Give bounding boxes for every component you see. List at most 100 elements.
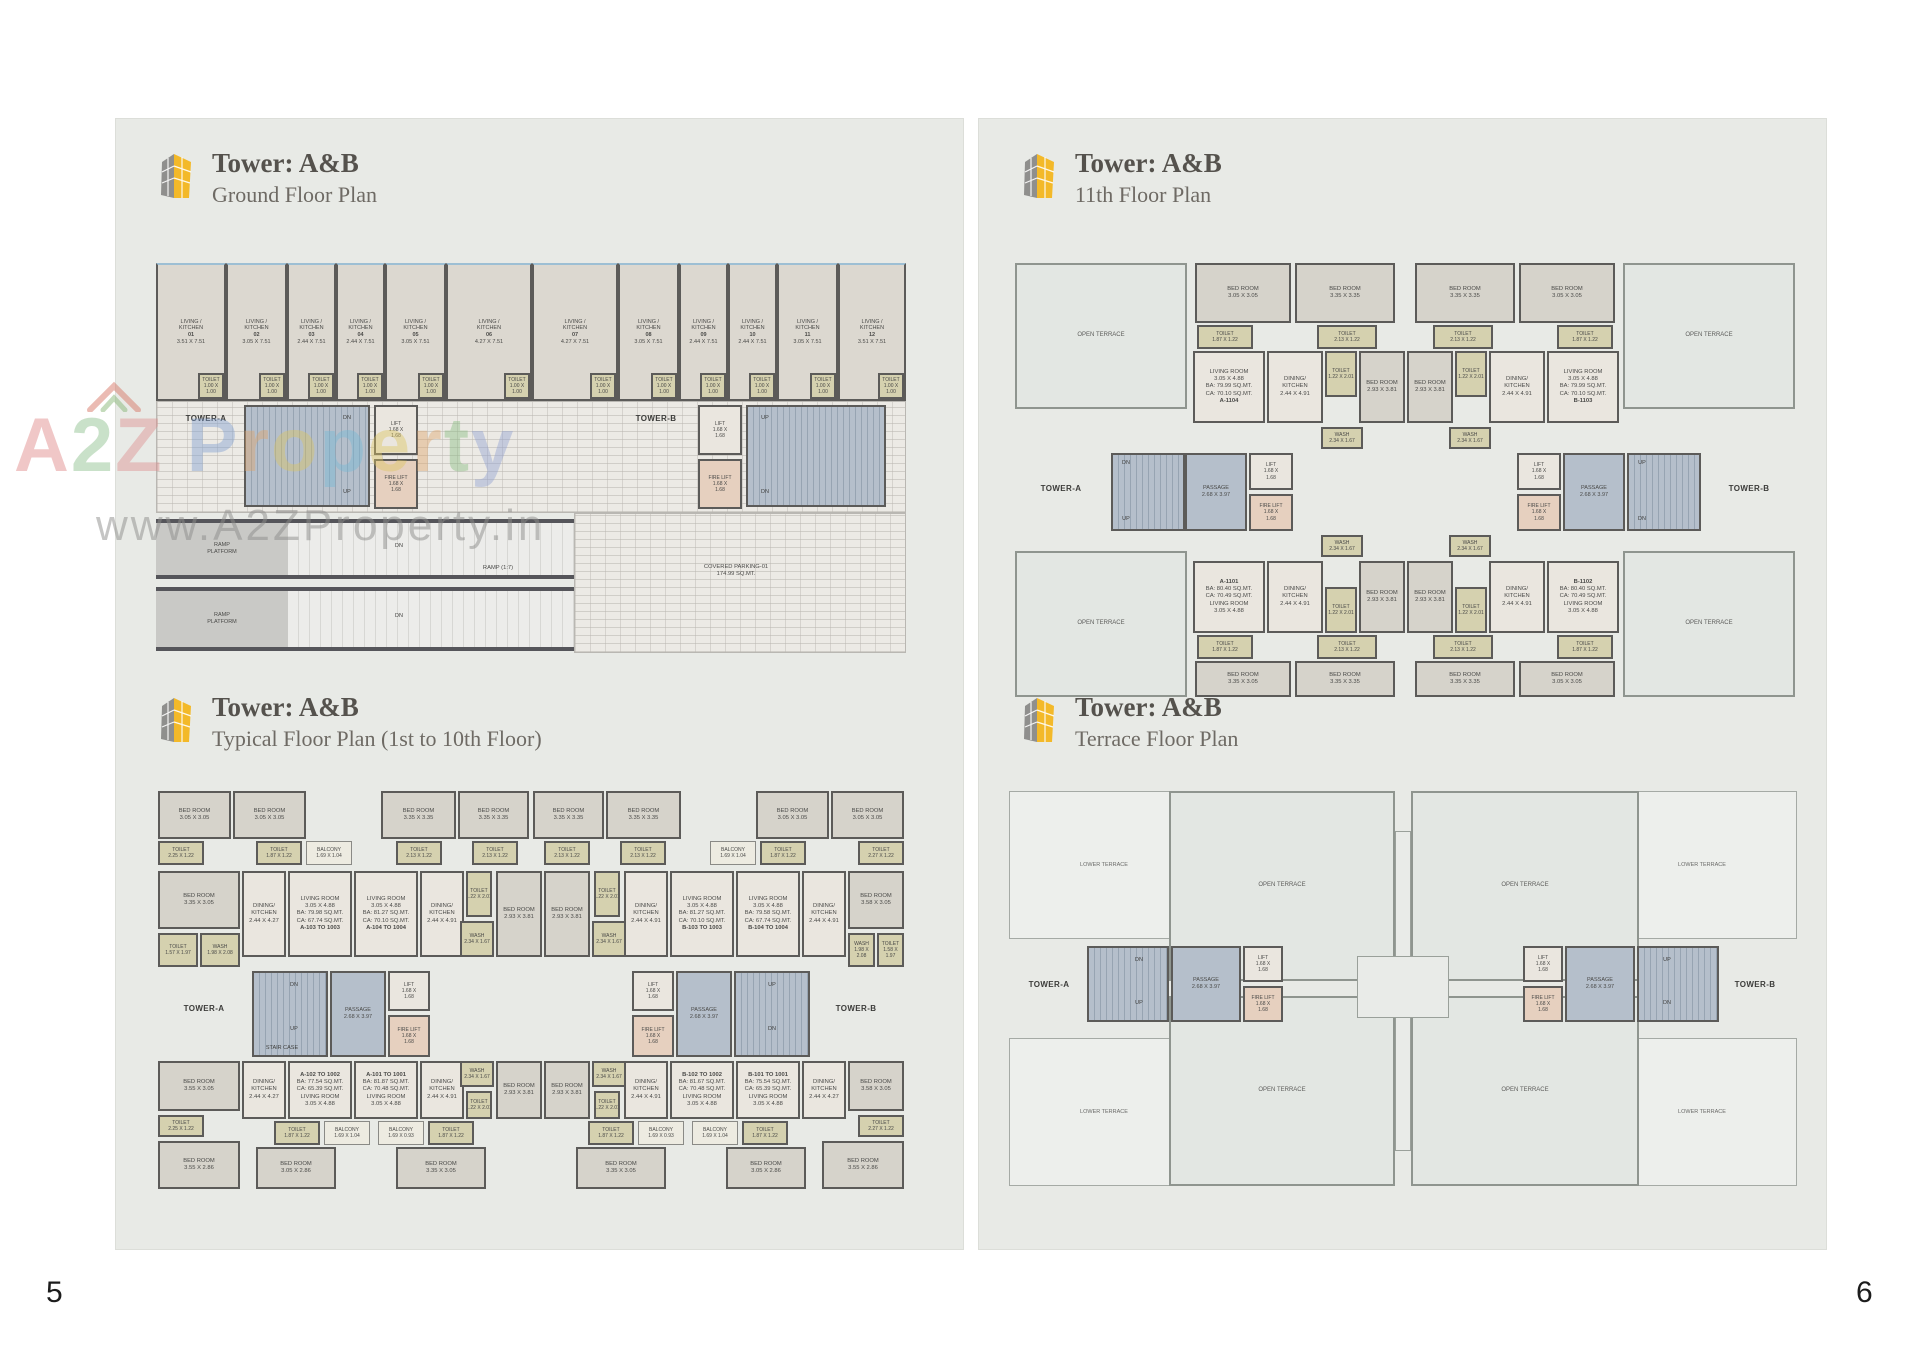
room-tower: TOWER-B (635, 414, 677, 424)
room-dir: STAIR CASE (265, 1044, 299, 1051)
room-stair (244, 405, 370, 507)
room-conn (1357, 956, 1449, 1018)
room-tower: TOWER-B (1728, 484, 1770, 494)
plan-subtitle: Typical Floor Plan (1st to 10th Floor) (212, 726, 542, 752)
room-terr: OPEN TERRACE (1015, 263, 1187, 409)
room-dir: UP (290, 1026, 298, 1033)
room-dir: UP (1663, 957, 1671, 964)
room-stair (1087, 946, 1169, 1022)
watermark-letter: 2 (70, 403, 116, 488)
room-dir: DN (1135, 957, 1143, 964)
room-dir: DN (1122, 460, 1130, 467)
room-tower: TOWER-A (185, 414, 227, 424)
room-stair (252, 971, 328, 1057)
room-lterr: LOWER TERRACE (1009, 1038, 1199, 1186)
room-terr: OPEN TERRACE (1623, 551, 1795, 697)
building-logo-icon (1017, 693, 1061, 750)
room-lbl: RAMP (1:7) (482, 565, 514, 572)
room-dir: UP (761, 414, 769, 421)
room-tower: TOWER-A (1028, 979, 1070, 989)
page-number-left: 5 (46, 1276, 63, 1309)
plan-header: Tower: A&B Ground Floor Plan (154, 149, 377, 208)
room-tower: TOWER-A (183, 1004, 225, 1014)
room-dir: DN (768, 1026, 776, 1033)
brochure-page-left: Tower: A&B Ground Floor Plan LIVING /KIT… (115, 118, 964, 1250)
room-stair (734, 971, 810, 1057)
room-dir: DN (343, 414, 351, 421)
plan-title: Tower: A&B (1075, 692, 1222, 722)
room-stair (1111, 453, 1185, 531)
room-terr: OPEN TERRACE (1623, 263, 1795, 409)
